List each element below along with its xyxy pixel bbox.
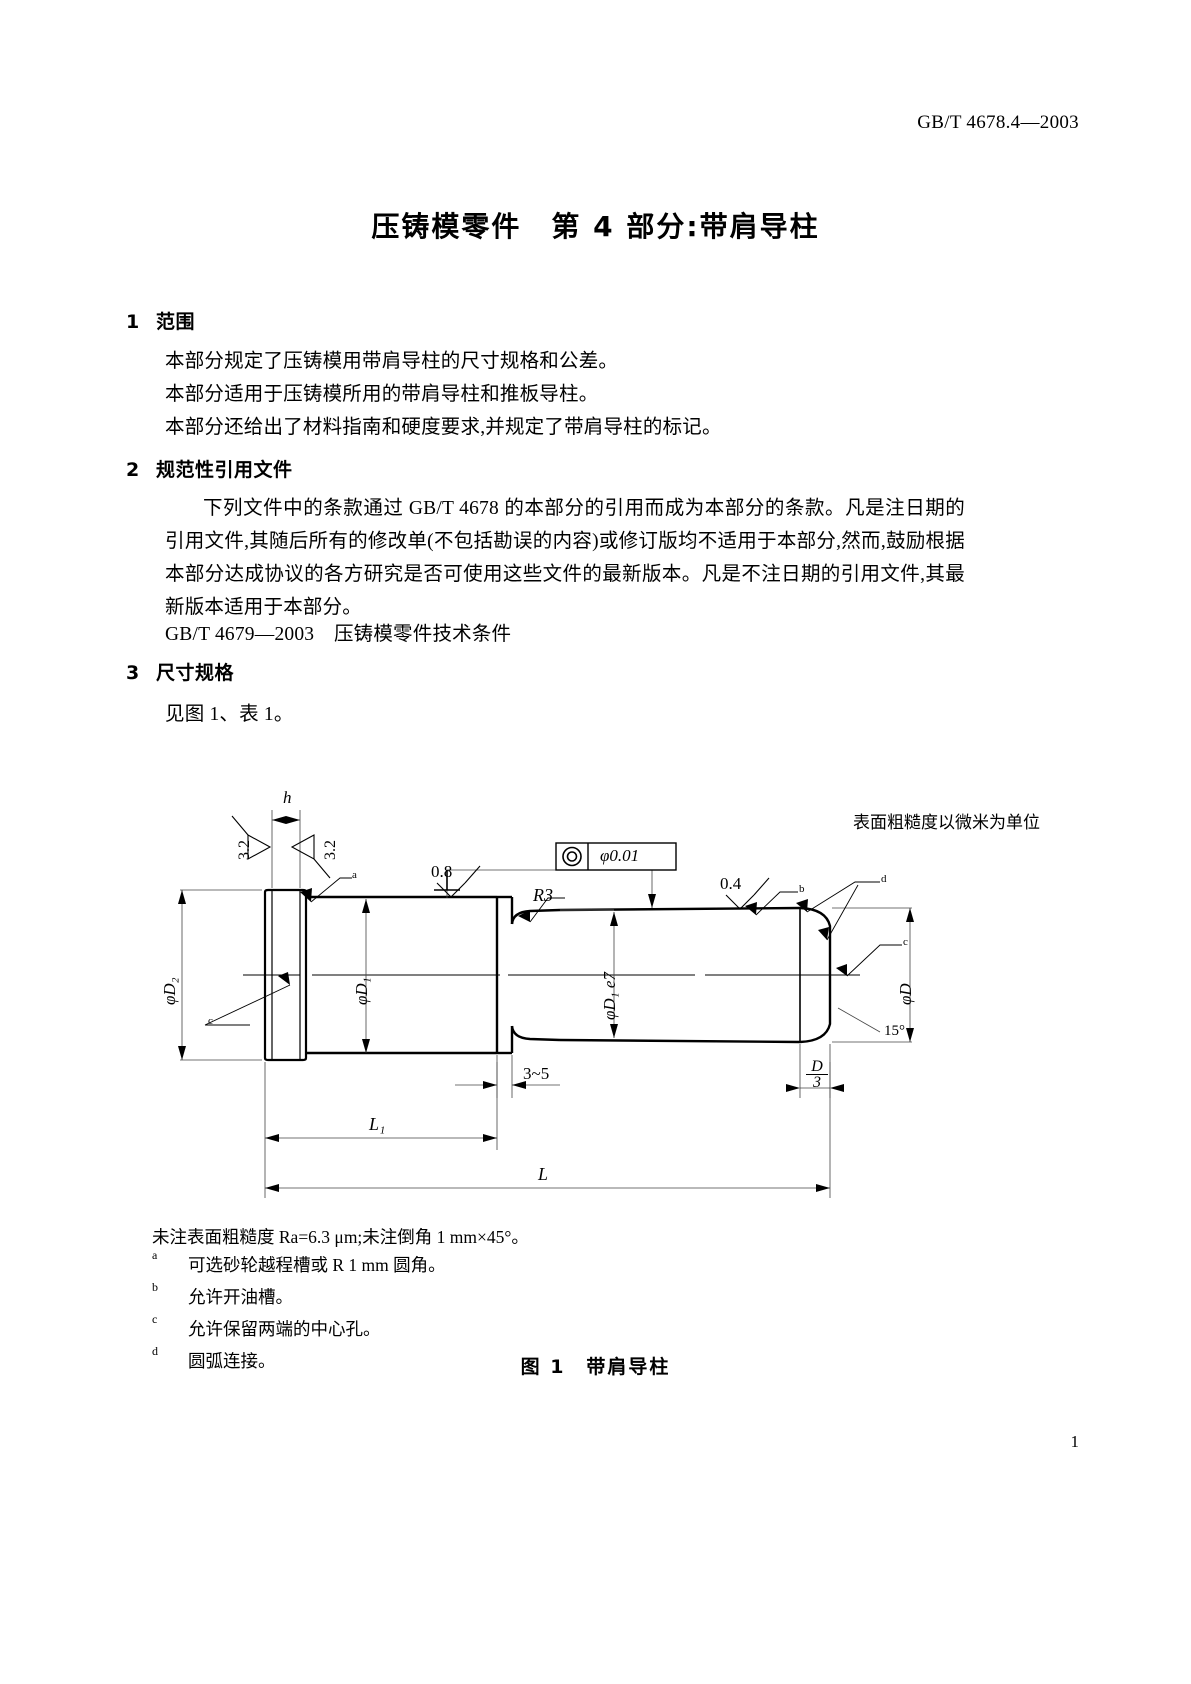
figure-1-drawing: h 3.2 3.2 0.8 0.4 φ0.01 R3 φD₂ φD₁ φD₁ e…	[0, 780, 1191, 1230]
roughness-label-3-2-right: 3.2	[322, 840, 339, 860]
dim-label-undercut: 3~5	[523, 1064, 550, 1083]
footnote-mark-c: c	[152, 1312, 158, 1326]
fraction-denominator: 3	[813, 1074, 821, 1091]
section1-para2: 本部分适用于压铸模所用的带肩导柱和推板导柱。	[165, 384, 599, 405]
footnote-mark-a: a	[152, 1248, 158, 1262]
footnote-text-b: 允许开油槽。	[188, 1287, 293, 1307]
section-heading-3: 3 尺寸规格	[126, 658, 234, 685]
footnote-mark-d: d	[152, 1344, 158, 1358]
section-number-1: 1	[126, 311, 140, 333]
section-heading-2: 2 规范性引用文件	[126, 455, 293, 482]
section3-para1: 见图 1、表 1。	[165, 704, 294, 725]
section2-reference: GB/T 4679—2003 压铸模零件技术条件	[165, 624, 512, 645]
dim-label-r3: R3	[533, 885, 553, 905]
section-heading-1: 1 范围	[126, 307, 195, 334]
footnote-text-a: 可选砂轮越程槽或 R 1 mm 圆角。	[188, 1255, 446, 1275]
dim-label-phi-d1-e7: φD₁ e7	[600, 972, 619, 1020]
roughness-label-0-8: 0.8	[431, 862, 453, 881]
section-title-2: 规范性引用文件	[156, 459, 293, 481]
section-number-3: 3	[126, 662, 140, 684]
guide-pillar-drawing-svg	[178, 810, 914, 1198]
footnote-text-d: 圆弧连接。	[188, 1351, 276, 1371]
figure-caption: 图 1 带肩导柱	[520, 1356, 671, 1378]
footnote-text-c: 允许保留两端的中心孔。	[188, 1319, 381, 1339]
section-number-2: 2	[126, 459, 140, 481]
section1-para3: 本部分还给出了材料指南和硬度要求,并规定了带肩导柱的标记。	[165, 417, 722, 438]
dim-label-l1: L₁	[369, 1114, 386, 1134]
dim-label-phi-d: φD	[896, 983, 915, 1005]
leader-mark-c-left: c	[208, 1015, 213, 1027]
leader-mark-b: b	[799, 883, 805, 895]
dim-label-l: L	[538, 1164, 549, 1184]
leader-mark-c-right: c	[903, 936, 908, 948]
roughness-label-3-2-left: 3.2	[236, 840, 253, 860]
dim-label-phi-d2: φD₂	[160, 977, 179, 1005]
figure-unit-note: 表面粗糙度以微米为单位	[853, 813, 1040, 832]
leader-mark-a: a	[352, 869, 357, 881]
dim-label-h: h	[283, 788, 292, 807]
page-number: 1	[1070, 1432, 1080, 1451]
figure-general-note: 未注表面粗糙度 Ra=6.3 μm;未注倒角 1 mm×45°。	[152, 1227, 529, 1247]
page-header-standard-code: GB/T 4678.4—2003	[917, 112, 1079, 133]
gdt-tolerance-value: φ0.01	[600, 846, 640, 865]
section-title-1: 范围	[156, 311, 196, 333]
page-title: 压铸模零件 第 4 部分:带肩导柱	[371, 210, 820, 243]
roughness-label-0-4: 0.4	[720, 874, 742, 893]
section2-para1: 下列文件中的条款通过 GB/T 4678 的本部分的引用而成为本部分的条款。凡是…	[165, 498, 965, 618]
dim-label-angle-15: 15°	[884, 1023, 905, 1039]
section-title-3: 尺寸规格	[156, 662, 235, 684]
fraction-bar	[806, 1074, 828, 1075]
dim-label-d-over-3: D 3	[806, 1058, 828, 1091]
fraction-numerator: D	[811, 1058, 823, 1075]
section1-para1: 本部分规定了压铸模用带肩导柱的尺寸规格和公差。	[165, 351, 619, 372]
footnote-mark-b: b	[152, 1280, 158, 1294]
dim-label-phi-d1: φD₁	[352, 977, 371, 1005]
leader-mark-d: d	[881, 873, 887, 885]
